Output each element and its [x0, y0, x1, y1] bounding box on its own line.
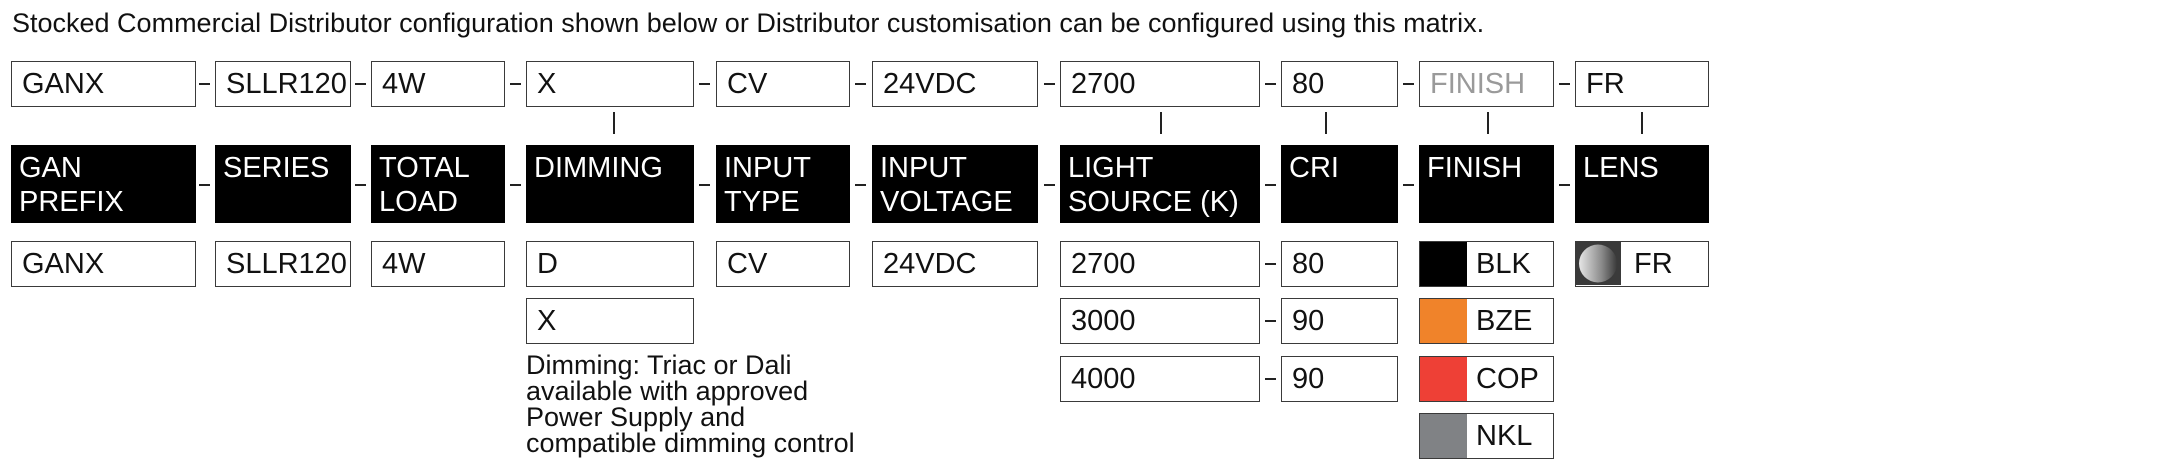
dimming-note-line: available with approved: [526, 376, 809, 406]
dimming-note-line: Power Supply and: [526, 402, 746, 432]
option-series-sllr120[interactable]: SLLR120: [215, 241, 351, 287]
finish-label: NKL: [1476, 419, 1533, 452]
header-line: TOTAL: [379, 152, 470, 184]
lens-label: FR: [1634, 247, 1673, 280]
separator: [1559, 184, 1570, 186]
code-cri-field[interactable]: 80: [1281, 61, 1398, 107]
finish-swatch: [1420, 299, 1467, 343]
header-line: LIGHT: [1068, 152, 1154, 184]
header-gan-prefix: GAN PREFIX: [11, 145, 196, 223]
option-dimming-x[interactable]: X: [526, 298, 694, 344]
option-input-type-cv[interactable]: CV: [716, 241, 850, 287]
header-input-voltage: INPUT VOLTAGE: [872, 145, 1038, 223]
separator: [1044, 83, 1055, 85]
header-total-load: TOTAL LOAD: [371, 145, 505, 223]
connector-line: [1325, 112, 1327, 134]
header-line: VOLTAGE: [880, 186, 1013, 218]
header-line: PREFIX: [19, 186, 124, 218]
option-finish-cop[interactable]: COP: [1419, 356, 1554, 402]
header-line: DIMMING: [534, 152, 663, 184]
header-input-type: INPUT TYPE: [716, 145, 850, 223]
finish-swatch: [1420, 357, 1467, 401]
header-light-source: LIGHT SOURCE (K): [1060, 145, 1260, 223]
dimming-note-line: Dimming: Triac or Dali: [526, 350, 792, 380]
frosted-lens-icon: [1576, 242, 1621, 286]
option-light-source-4000[interactable]: 4000: [1060, 356, 1260, 402]
header-line: FINISH: [1427, 152, 1523, 184]
option-cri-80[interactable]: 80: [1281, 241, 1398, 287]
separator: [1265, 263, 1276, 265]
option-lens-fr[interactable]: FR: [1575, 241, 1709, 287]
code-voltage-field[interactable]: 24VDC: [872, 61, 1038, 107]
separator: [199, 83, 210, 85]
separator: [1265, 184, 1276, 186]
separator: [1403, 83, 1414, 85]
code-light-source-field[interactable]: 2700: [1060, 61, 1260, 107]
option-dimming-d[interactable]: D: [526, 241, 694, 287]
separator: [510, 184, 521, 186]
frosted-lens-graphic: [1576, 242, 1621, 285]
separator: [699, 83, 710, 85]
header-line: GAN: [19, 152, 82, 184]
separator: [355, 83, 366, 85]
header-line: CRI: [1289, 152, 1339, 184]
separator: [1265, 83, 1276, 85]
option-finish-nkl[interactable]: NKL: [1419, 413, 1554, 459]
header-line: SOURCE (K): [1068, 186, 1239, 218]
separator: [1403, 184, 1414, 186]
separator: [855, 83, 866, 85]
finish-swatch: [1420, 242, 1467, 286]
separator: [199, 184, 210, 186]
header-finish: FINISH: [1419, 145, 1554, 223]
connector-line: [613, 112, 615, 134]
code-load-field[interactable]: 4W: [371, 61, 505, 107]
separator: [1265, 320, 1276, 322]
separator: [1265, 378, 1276, 380]
header-line: SERIES: [223, 152, 330, 184]
separator: [1044, 184, 1055, 186]
finish-label: COP: [1476, 362, 1539, 395]
header-line: LOAD: [379, 186, 458, 218]
code-finish-field[interactable]: FINISH: [1419, 61, 1554, 107]
separator: [1559, 83, 1570, 85]
header-line: INPUT: [724, 152, 811, 184]
separator: [355, 184, 366, 186]
dimming-note: Dimming: Triac or Dali available with ap…: [526, 350, 855, 458]
separator: [510, 83, 521, 85]
option-light-source-3000[interactable]: 3000: [1060, 298, 1260, 344]
code-lens-field[interactable]: FR: [1575, 61, 1709, 107]
connector-line: [1160, 112, 1162, 134]
code-series-field[interactable]: SLLR120: [215, 61, 351, 107]
option-finish-bze[interactable]: BZE: [1419, 298, 1554, 344]
intro-text: Stocked Commercial Distributor configura…: [12, 8, 1485, 38]
option-finish-blk[interactable]: BLK: [1419, 241, 1554, 287]
dimming-note-line: compatible dimming control: [526, 428, 855, 458]
header-cri: CRI: [1281, 145, 1398, 223]
code-input-type-field[interactable]: CV: [716, 61, 850, 107]
option-voltage-24vdc[interactable]: 24VDC: [872, 241, 1038, 287]
code-prefix-field[interactable]: GANX: [11, 61, 196, 107]
finish-label: BLK: [1476, 247, 1531, 280]
connector-line: [1487, 112, 1489, 134]
finish-label: BZE: [1476, 304, 1533, 337]
separator: [855, 184, 866, 186]
header-line: INPUT: [880, 152, 967, 184]
header-line: TYPE: [724, 186, 800, 218]
option-prefix-ganx[interactable]: GANX: [11, 241, 196, 287]
option-light-source-2700[interactable]: 2700: [1060, 241, 1260, 287]
code-dimming-field[interactable]: X: [526, 61, 694, 107]
header-line: LENS: [1583, 152, 1659, 184]
finish-swatch: [1420, 414, 1467, 458]
option-cri-90-b[interactable]: 90: [1281, 356, 1398, 402]
header-lens: LENS: [1575, 145, 1709, 223]
header-dimming: DIMMING: [526, 145, 694, 223]
connector-line: [1641, 112, 1643, 134]
option-load-4w[interactable]: 4W: [371, 241, 505, 287]
separator: [699, 184, 710, 186]
option-cri-90[interactable]: 90: [1281, 298, 1398, 344]
header-series: SERIES: [215, 145, 351, 223]
